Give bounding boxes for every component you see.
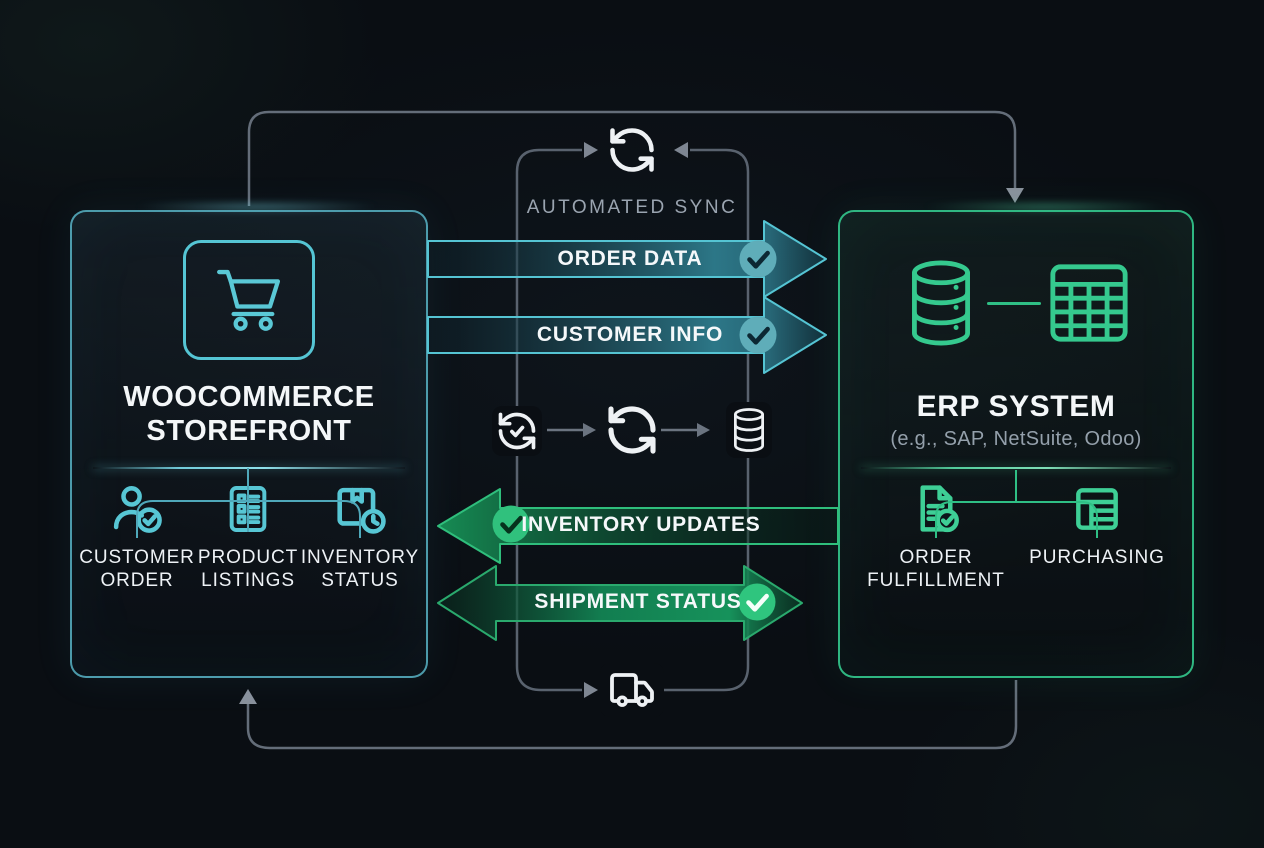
icon-connector-line [987,301,1041,305]
erp-icons-row [840,256,1192,350]
table-icon [1050,264,1128,342]
table-grid-icon [1076,488,1118,530]
list-item: CUSTOMER ORDER [75,479,199,592]
item-label: ORDER FULFILLMENT [867,547,1005,591]
teal-glow [132,203,382,211]
database-icon [912,260,970,346]
automated-sync-label: AUTOMATED SYNC [526,197,738,218]
item-label: CUSTOMER ORDER [79,547,195,591]
item-label: INVENTORY STATUS [300,547,420,591]
package-clock-icon [337,487,386,534]
arrowhead-left-icon [674,142,688,158]
list-item: ORDER FULFILLMENT [856,479,1016,592]
user-check-icon [113,486,162,533]
erp-panel: ERP SYSTEM (e.g., SAP, NetSuite, Odoo) O… [838,210,1194,678]
arrowhead-up-icon [239,689,257,704]
database-icon [726,402,772,458]
item-label: PRODUCT LISTINGS [197,547,299,591]
right-panel-subtitle: (e.g., SAP, NetSuite, Odoo) [890,428,1142,450]
right-panel-divider [861,467,1171,469]
green-glow [920,203,1170,211]
left-panel-title-line1: WOOCOMMERCE [123,381,375,413]
customer-info-label: CUSTOMER INFO [536,323,724,346]
shipment-status-label: SHIPMENT STATUS [534,590,742,613]
left-panel-title-line2: STOREFRONT [146,415,352,447]
arrowhead-right-icon [584,682,598,698]
delivery-truck-icon [600,663,664,717]
arrowhead-right-icon [697,423,710,437]
check-badge-customer-info [739,316,777,354]
shopping-cart-icon [217,269,281,331]
sync-icon [603,401,661,459]
list-item: INVENTORY STATUS [298,479,422,592]
arrowhead-right-icon [583,423,596,437]
check-badge-shipment [738,583,776,621]
item-label: PURCHASING [1029,547,1165,568]
left-panel-title: WOOCOMMERCE STOREFRONT [72,380,426,448]
woocommerce-panel: WOOCOMMERCE STOREFRONT CUSTOMER ORDER [70,210,428,678]
right-panel-title: ERP SYSTEM [916,390,1116,423]
inventory-updates-label: INVENTORY UPDATES [521,513,761,536]
sync-icon [604,122,660,178]
order-data-label: ORDER DATA [557,247,703,270]
left-panel-divider [93,467,405,469]
sync-check-icon [492,406,542,456]
list-item: PURCHASING [1017,479,1177,569]
arrowhead-right-icon [584,142,598,158]
arrowhead-down-icon [1006,188,1024,203]
check-badge-order-data [739,240,777,278]
list-item: PRODUCT LISTINGS [186,479,310,592]
checklist-icon [229,486,267,532]
cart-frame [183,240,315,360]
document-check-icon [919,485,959,533]
